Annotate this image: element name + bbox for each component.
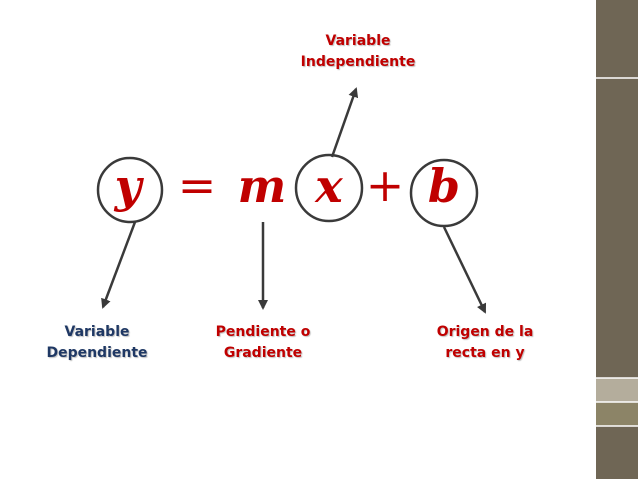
equation-b: b	[428, 159, 460, 213]
band-separator	[596, 425, 638, 427]
label-dependent-variable: Variable Dependiente	[30, 322, 164, 364]
label-intercept-line2: recta en y	[445, 345, 525, 361]
label-slope-line2: Gradiente	[223, 345, 303, 361]
band-block-middle	[596, 78, 638, 378]
band-block-light	[596, 378, 638, 402]
arrow-to-independent	[330, 87, 359, 158]
band-block-bottom	[596, 426, 638, 479]
band-separator	[596, 377, 638, 379]
label-dependent-line2: Dependiente	[46, 345, 148, 361]
label-intercept-line1: Origen de la	[436, 324, 534, 340]
equation-x: x	[314, 159, 343, 213]
band-separator	[596, 77, 638, 79]
band-block-top	[596, 0, 638, 78]
label-independent-line2: Independiente	[300, 54, 416, 70]
label-dependent-line1: Variable	[64, 324, 130, 340]
label-intercept: Origen de la recta en y	[410, 322, 560, 364]
circle-b	[409, 158, 479, 228]
label-independent-line1: Variable	[325, 33, 391, 49]
arrow-to-dependent	[101, 221, 137, 309]
circle-x	[294, 153, 364, 223]
band-separator	[596, 401, 638, 403]
circle-y	[96, 156, 164, 224]
label-independent-variable: Variable Independiente	[288, 31, 428, 73]
equation-m: m	[238, 159, 287, 213]
arrow-to-intercept	[442, 226, 487, 314]
band-block-olive	[596, 402, 638, 426]
label-slope-line1: Pendiente o	[215, 324, 311, 340]
equation-y: y	[114, 159, 145, 213]
decorative-side-band	[596, 0, 638, 479]
equation-diagram: y = m x + b	[96, 87, 487, 314]
label-slope: Pendiente o Gradiente	[195, 322, 331, 364]
equation-plus: +	[366, 158, 405, 212]
equation-equals: =	[178, 158, 217, 212]
